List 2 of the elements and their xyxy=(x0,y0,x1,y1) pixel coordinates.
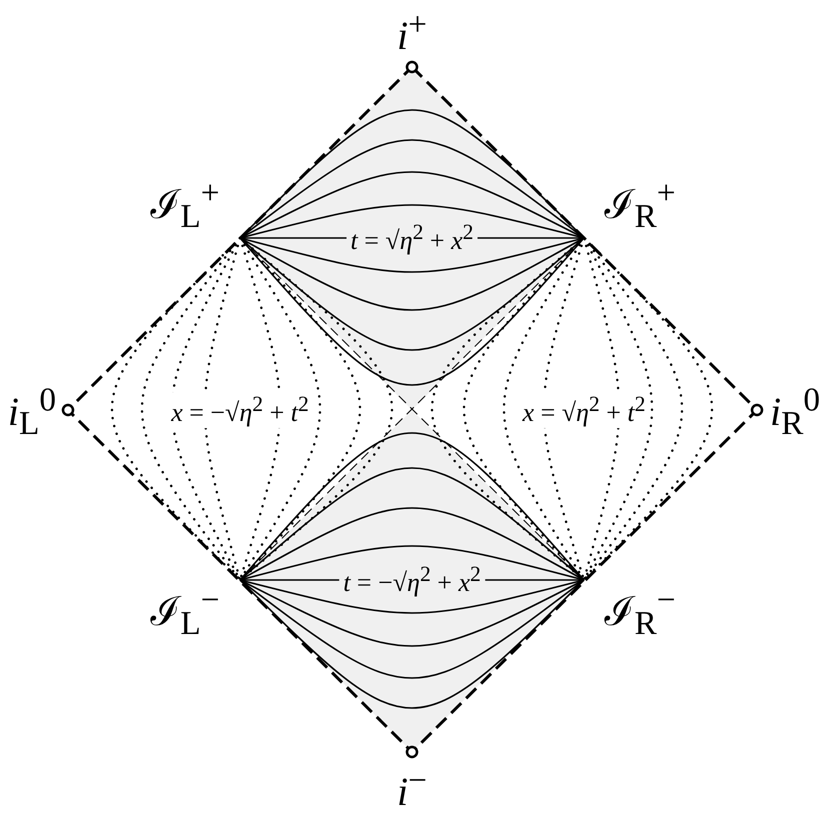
point-label: i$^{+}$ xyxy=(397,8,427,56)
point-label: i$^{−}$ xyxy=(397,764,427,812)
